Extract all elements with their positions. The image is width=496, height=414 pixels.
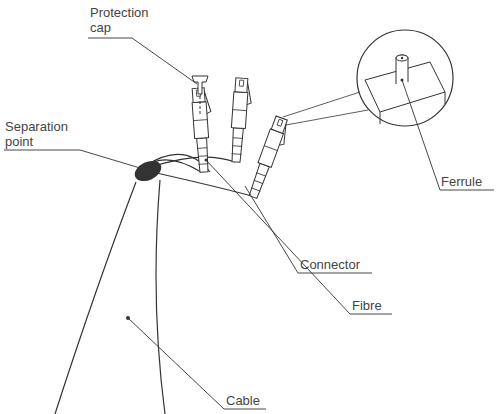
leader-dot (126, 316, 130, 320)
leader-line (4, 150, 140, 168)
ferrule-core (401, 57, 403, 59)
leader-dot (205, 159, 208, 162)
protection-cap (192, 76, 208, 94)
separation-point-label: Separation point (5, 119, 83, 149)
leader-line (88, 38, 197, 84)
dashed-guide (200, 96, 201, 116)
leader-dot (401, 79, 404, 82)
magnifier-circle (357, 30, 453, 126)
ferrule-tip (396, 55, 408, 61)
cable-edge (55, 182, 136, 414)
connector-face (380, 92, 445, 124)
leader-line (402, 80, 494, 190)
ferrule (396, 55, 408, 84)
connector-label: Connector (300, 257, 360, 272)
leader-line (128, 318, 266, 409)
magnifier-guide (283, 92, 368, 125)
fibre-label: Fibre (352, 298, 382, 313)
fibre-line (152, 172, 252, 196)
leader-line (206, 160, 392, 314)
separation-sleeve (132, 157, 165, 185)
cable-edge (156, 180, 165, 414)
ferrule-label: Ferrule (441, 174, 482, 189)
fibre-line (149, 157, 235, 168)
cable-label: Cable (226, 393, 260, 408)
leader-line (245, 186, 372, 273)
protection-cap-label: Protection cap (90, 5, 162, 35)
